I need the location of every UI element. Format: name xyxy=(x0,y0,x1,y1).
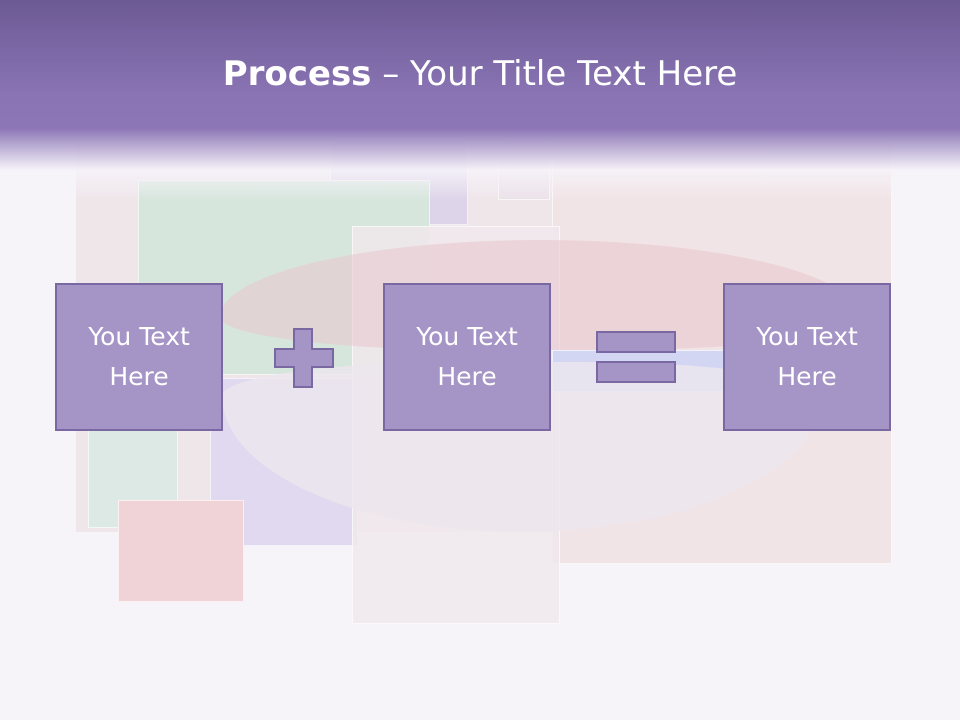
equals-icon xyxy=(596,331,676,383)
slide-title: Process – Your Title Text Here xyxy=(0,52,960,96)
equals-icon-bottom-bar xyxy=(596,361,676,383)
equals-icon-top-bar xyxy=(596,331,676,353)
header-band xyxy=(0,0,960,200)
process-box-2[interactable]: You Text Here xyxy=(383,283,551,431)
slide-title-rest: – Your Title Text Here xyxy=(371,54,738,94)
process-box-1[interactable]: You Text Here xyxy=(55,283,223,431)
plus-icon-center xyxy=(295,348,311,368)
plus-icon xyxy=(274,328,334,388)
collage-tile-pink xyxy=(118,500,244,602)
process-box-3[interactable]: You Text Here xyxy=(723,283,891,431)
slide-title-bold: Process xyxy=(222,54,372,94)
